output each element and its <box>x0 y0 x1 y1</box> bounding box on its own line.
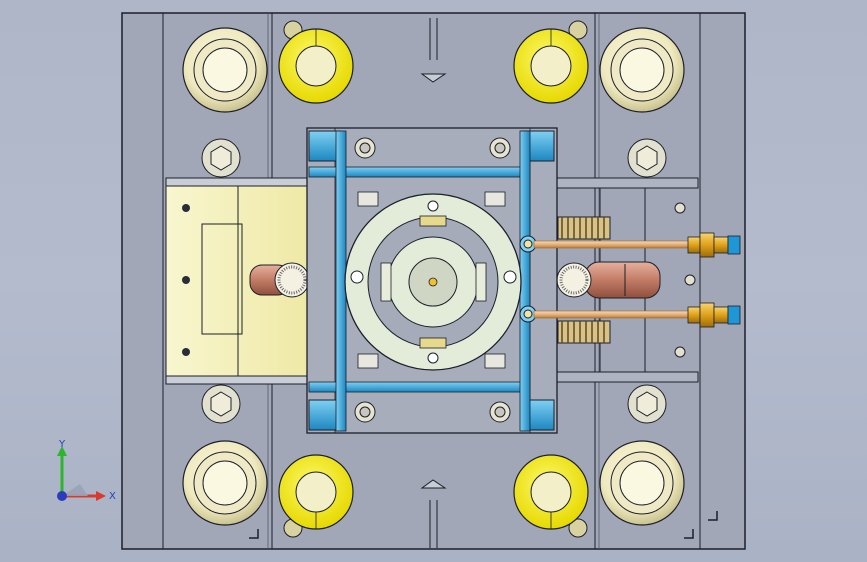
hex-screw-right-bottom <box>627 384 667 424</box>
top-orientation-mark <box>420 18 447 83</box>
cooling-pipe-bottom <box>533 310 695 319</box>
z-axis-icon <box>57 491 67 501</box>
hex-screw-right-top <box>627 138 667 178</box>
datum-marks <box>249 511 718 539</box>
y-axis-label: Y <box>58 439 66 450</box>
cooling-pipe-top <box>533 240 695 249</box>
return-pin-bottom-left <box>278 454 354 538</box>
guide-bushing-bottom-right <box>599 440 685 526</box>
right-core-pin <box>556 261 661 299</box>
guide-bushing-top-left <box>182 27 268 113</box>
spring-bottom <box>557 320 611 344</box>
insert-screws <box>354 137 511 423</box>
return-pin-bottom-right <box>513 454 589 538</box>
spring-top <box>557 216 611 240</box>
locating-ring <box>344 193 522 371</box>
guide-bushing-top-right <box>599 27 685 113</box>
hex-screw-left-top <box>201 138 241 178</box>
bottom-orientation-mark <box>420 479 447 548</box>
guide-bushing-bottom-left <box>182 440 268 526</box>
x-axis-label: X <box>109 491 116 502</box>
return-pin-top-left <box>278 20 354 104</box>
left-slide-block <box>165 177 310 385</box>
coordinate-triad: Y X <box>57 439 116 502</box>
ring-water-fittings <box>519 235 537 323</box>
return-pin-top-right <box>513 20 589 104</box>
hex-screw-left-bottom <box>201 384 241 424</box>
quick-coupler-top <box>687 232 741 258</box>
quick-coupler-bottom <box>687 302 741 328</box>
